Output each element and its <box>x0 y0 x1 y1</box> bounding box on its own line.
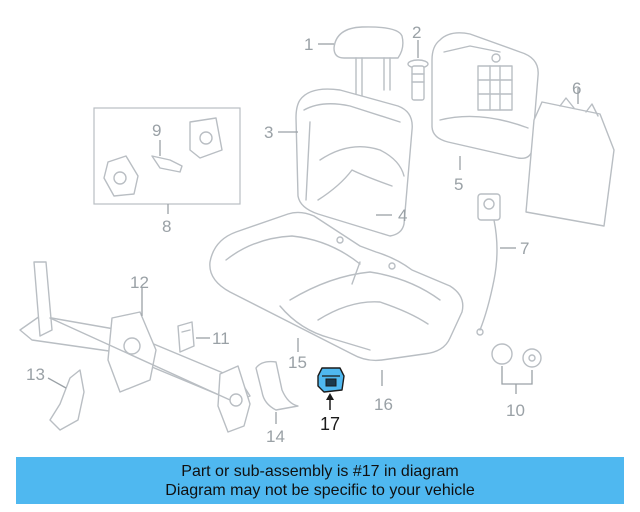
seat-back-cover-icon <box>295 88 413 237</box>
bracket-icon <box>151 155 183 173</box>
release-cable-icon <box>476 193 501 336</box>
cover-icon <box>255 360 299 411</box>
seat-back-frame-icon <box>431 32 539 160</box>
callout-6: 6 <box>572 79 581 98</box>
callout-1: 1 <box>304 35 313 54</box>
leader-10 <box>501 366 533 385</box>
seat-cushion-cover-icon <box>209 211 464 362</box>
seat-cushion-pad-icon <box>279 305 371 351</box>
callout-11: 11 <box>212 329 230 348</box>
banner-line-2: Diagram may not be specific to your vehi… <box>165 481 475 499</box>
callout-9: 9 <box>152 121 161 140</box>
callout-10: 10 <box>506 401 525 420</box>
banner-line-1: Part or sub-assembly is #17 in diagram <box>181 462 459 480</box>
callout-5: 5 <box>454 175 463 194</box>
seat-track-icon <box>19 261 251 433</box>
leader-13 <box>47 377 67 389</box>
back-panel-icon <box>525 97 615 227</box>
callout-3: 3 <box>264 123 273 142</box>
callout-12: 12 <box>130 273 149 292</box>
callout-2: 2 <box>412 23 421 42</box>
side-bracket-icon <box>49 369 85 431</box>
callout-13: 13 <box>26 365 45 384</box>
callout-8: 8 <box>162 217 171 236</box>
clip-icon <box>177 321 195 353</box>
headrest-icon <box>333 26 404 97</box>
callout-7: 7 <box>520 239 529 258</box>
callout-15: 15 <box>288 353 307 372</box>
callout-4: 4 <box>398 206 407 225</box>
info-banner: Part or sub-assembly is #17 in diagram D… <box>16 457 624 504</box>
leader-17-arrow <box>326 393 334 400</box>
callout-14: 14 <box>266 427 285 446</box>
latch-cover-icon[interactable] <box>317 367 345 393</box>
callout-16: 16 <box>374 395 393 414</box>
callout-17: 17 <box>320 414 340 434</box>
parts-diagram: 1 2 3 4 5 6 <box>19 23 615 446</box>
cap-pair-icon <box>491 343 542 368</box>
bracket-group-icon <box>93 107 241 205</box>
headrest-guide-icon <box>407 59 429 101</box>
